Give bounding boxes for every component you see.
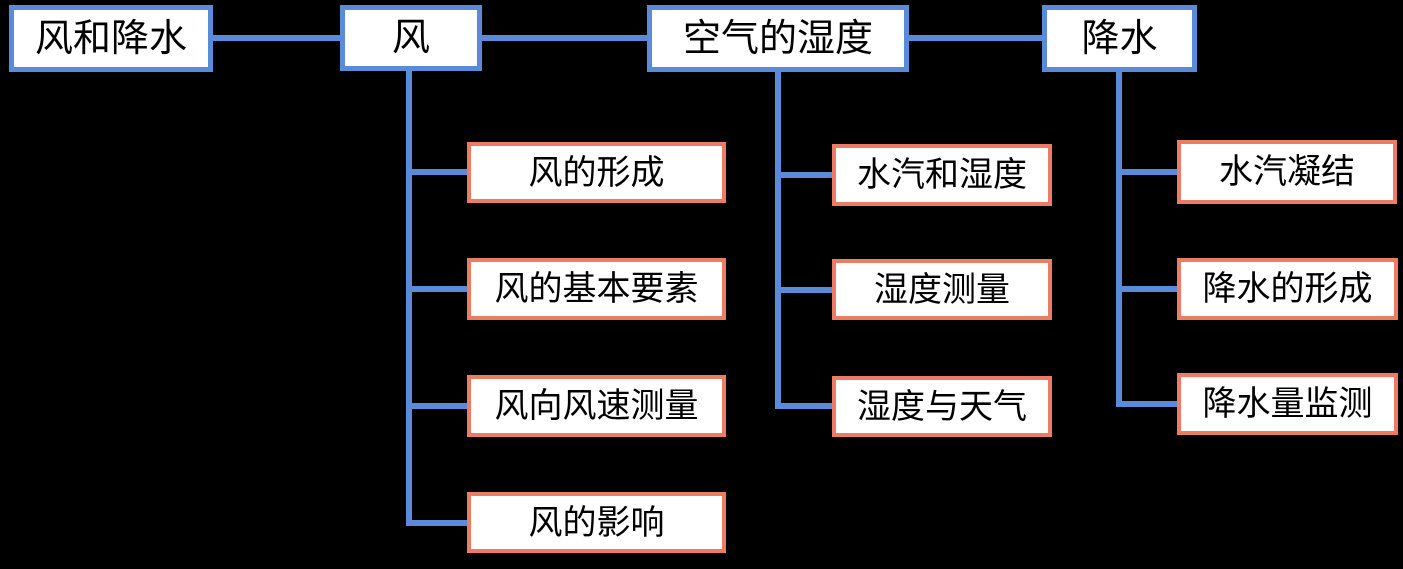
node-precipitation-formation: 降水的形成 — [1177, 258, 1398, 320]
node-precipitation-monitoring: 降水量监测 — [1177, 373, 1398, 435]
node-precipitation: 降水 — [1042, 5, 1197, 72]
node-wind-and-precipitation: 风和降水 — [9, 5, 213, 72]
node-wind-direction-speed-measurement: 风向风速测量 — [467, 375, 726, 437]
node-wind: 风 — [340, 5, 482, 71]
node-humidity-measurement: 湿度测量 — [832, 259, 1052, 320]
node-water-vapor-condensation: 水汽凝结 — [1177, 140, 1397, 204]
node-wind-formation: 风的形成 — [467, 142, 726, 203]
node-wind-basic-elements: 风的基本要素 — [467, 258, 726, 320]
node-air-humidity: 空气的湿度 — [647, 5, 909, 72]
node-wind-effects: 风的影响 — [467, 492, 726, 553]
node-humidity-and-weather: 湿度与天气 — [832, 376, 1052, 437]
node-water-vapor-and-humidity: 水汽和湿度 — [832, 144, 1052, 206]
